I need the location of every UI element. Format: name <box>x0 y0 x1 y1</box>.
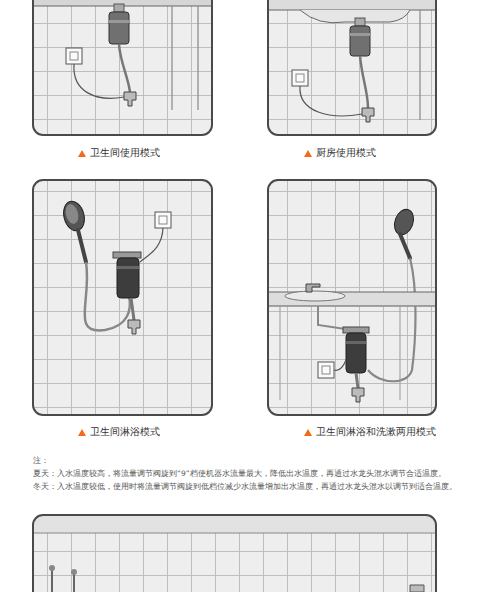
faucet <box>306 284 320 292</box>
vanity-counter <box>268 292 436 306</box>
panel-frame <box>33 515 436 592</box>
tile-wall <box>33 515 436 592</box>
water-heater <box>346 333 366 373</box>
pipe <box>355 18 365 26</box>
angle-valve <box>128 320 140 334</box>
caption-marker <box>304 429 312 436</box>
wall-band <box>33 515 436 533</box>
kitchen-scene <box>268 0 436 135</box>
cabinet-edge <box>419 10 420 120</box>
bottom-scene <box>33 515 436 592</box>
shower-face <box>64 203 81 225</box>
caption: 厨房使用模式 <box>316 147 456 160</box>
caption-marker <box>304 150 312 157</box>
angle-valve <box>362 108 374 122</box>
heater-band <box>109 20 129 23</box>
pipe <box>52 568 74 592</box>
water-heater <box>350 26 370 56</box>
pipe <box>114 4 124 12</box>
heater-fitting <box>343 327 369 333</box>
panel-frame <box>33 180 212 415</box>
panel-frame <box>33 0 212 135</box>
heater-band <box>117 266 139 269</box>
heater-fitting <box>113 252 141 258</box>
power-outlet <box>318 362 334 378</box>
dual-scene <box>268 180 436 415</box>
tile-wall <box>268 180 436 415</box>
outlet-face <box>296 74 304 82</box>
power-outlet <box>292 70 308 86</box>
power-outlet <box>66 48 82 64</box>
wash-basin <box>285 291 345 301</box>
shower-handle <box>78 230 86 262</box>
shower-head <box>391 207 417 238</box>
caption: 卫生间淋浴模式 <box>90 426 230 439</box>
caption: 卫生间使用模式 <box>90 147 230 160</box>
tile-wall <box>33 180 212 415</box>
caption: 卫生间淋浴和洗漱两用模式 <box>316 426 476 439</box>
note-text: 冬天：入水温度较低，使用时将流量调节阀旋到低档位减少水流量增加出水温度，再通过水… <box>33 482 475 491</box>
cabinet-edge <box>197 6 198 110</box>
pipe <box>356 373 358 388</box>
panel-frame <box>268 180 436 415</box>
angle-valve <box>124 92 136 106</box>
power-cord <box>334 360 346 370</box>
water-heater <box>117 258 139 298</box>
power-cord <box>74 64 124 98</box>
caption-marker <box>78 150 86 157</box>
fitting <box>410 585 424 592</box>
angle-valve <box>352 388 364 402</box>
shower-hose <box>368 258 416 381</box>
power-cord <box>300 86 362 116</box>
valve <box>71 569 77 575</box>
tile-wall <box>268 0 436 135</box>
shower-handle <box>400 234 410 258</box>
panel-frame <box>268 0 436 135</box>
outlet-face <box>159 216 167 224</box>
pipe <box>318 306 352 330</box>
power-outlet <box>155 212 171 228</box>
sink-counter <box>268 0 436 10</box>
bathroom-scene <box>33 0 212 135</box>
outlet-face <box>322 366 330 374</box>
hose <box>360 56 368 108</box>
water-heater <box>109 12 129 44</box>
caption-marker <box>78 429 86 436</box>
shower-scene <box>33 180 212 415</box>
tile-wall <box>33 0 212 135</box>
heater-band <box>346 341 366 344</box>
hose <box>119 44 130 92</box>
heater-band <box>350 33 370 36</box>
shower-head <box>60 199 87 233</box>
power-cord <box>140 228 163 262</box>
note-heading: 注： <box>33 456 93 465</box>
note-text: 夏天：入水温度较高，将流量调节阀旋到“9”档使机器水流量最大，降低出水温度，再通… <box>33 469 475 478</box>
cabinet-edge <box>171 6 172 110</box>
outlet-face <box>70 52 78 60</box>
valve <box>49 565 55 571</box>
pipe <box>131 298 134 320</box>
wall-edge <box>33 533 436 534</box>
cabinet <box>268 306 436 400</box>
